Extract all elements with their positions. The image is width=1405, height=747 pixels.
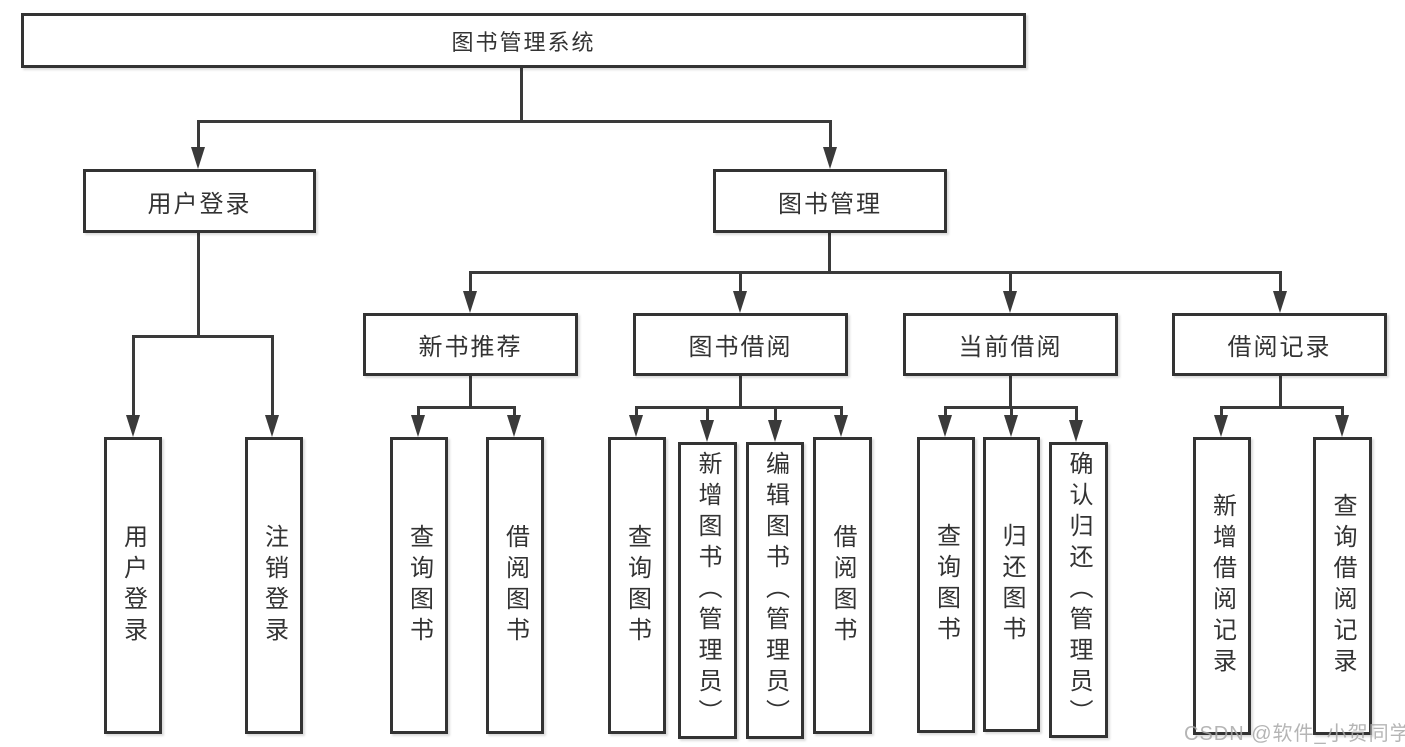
connector-line [1009, 376, 1012, 409]
leaf-query-books-recommend: 查询图书 [390, 437, 448, 734]
connector-line [271, 335, 274, 418]
leaf-borrow-books-recommend: 借阅图书 [486, 437, 544, 734]
arrowhead-icon [1214, 415, 1228, 437]
node-new-book-recommend: 新书推荐 [363, 313, 578, 376]
connector-line [513, 406, 516, 418]
arrowhead-icon [1273, 291, 1287, 313]
leaf-add-borrow-record: 新增借阅记录 [1193, 437, 1251, 735]
arrowhead-icon [768, 420, 782, 442]
leaf-query-books-borrow: 查询图书 [608, 437, 666, 734]
connector-line [635, 406, 638, 418]
leaf-add-book-admin: 新增图书（管理员） [678, 442, 737, 739]
arrowhead-icon [629, 415, 643, 437]
leaf-return-book: 归还图书 [983, 437, 1040, 732]
arrowhead-icon [126, 415, 140, 437]
connector-line [469, 271, 472, 292]
connector-line [739, 271, 742, 292]
arrowhead-icon [265, 415, 279, 437]
arrowhead-icon [938, 415, 952, 437]
node-book-borrow: 图书借阅 [633, 313, 848, 376]
leaf-query-borrow-record: 查询借阅记录 [1313, 437, 1372, 735]
connector-line [944, 406, 947, 418]
connector-line [197, 233, 200, 338]
connector-line [132, 335, 274, 338]
connector-line [1075, 406, 1078, 422]
connector-line [197, 120, 200, 152]
connector-line [417, 406, 516, 409]
arrowhead-icon [507, 415, 521, 437]
leaf-edit-book-admin: 编辑图书（管理员） [746, 442, 804, 739]
arrowhead-icon [733, 291, 747, 313]
arrowhead-icon [463, 291, 477, 313]
node-book-management: 图书管理 [713, 169, 947, 233]
connector-line [1010, 406, 1013, 418]
connector-line [774, 406, 777, 422]
node-root: 图书管理系统 [21, 13, 1026, 68]
connector-line [417, 406, 420, 418]
leaf-logout: 注销登录 [245, 437, 303, 734]
arrowhead-icon [1003, 291, 1017, 313]
connector-line [706, 406, 709, 422]
arrowhead-icon [834, 415, 848, 437]
connector-line [840, 406, 843, 418]
connector-line [1220, 406, 1223, 418]
connector-line [635, 406, 842, 409]
connector-line [520, 68, 523, 123]
connector-line [469, 271, 1282, 274]
connector-line [132, 335, 135, 418]
arrowhead-icon [1004, 415, 1018, 437]
arrowhead-icon [411, 415, 425, 437]
connector-line [1220, 406, 1343, 409]
connector-line [1009, 271, 1012, 292]
leaf-query-books-current: 查询图书 [917, 437, 975, 733]
connector-line [1279, 376, 1282, 409]
arrowhead-icon [191, 147, 205, 169]
connector-line [469, 376, 472, 409]
connector-line [1279, 271, 1282, 292]
connector-line [739, 376, 742, 409]
connector-line [829, 120, 832, 152]
watermark: CSDN @软件_小贺同学 [1184, 723, 1405, 745]
leaf-borrow-books-2: 借阅图书 [813, 437, 872, 734]
arrowhead-icon [823, 147, 837, 169]
connector-line [197, 120, 832, 123]
leaf-user-login: 用户登录 [104, 437, 162, 734]
arrowhead-icon [1335, 415, 1349, 437]
arrowhead-icon [1069, 420, 1083, 442]
node-borrow-records: 借阅记录 [1172, 313, 1387, 376]
leaf-confirm-return-admin: 确认归还（管理员） [1049, 442, 1108, 738]
node-current-borrow: 当前借阅 [903, 313, 1118, 376]
connector-line [1341, 406, 1344, 418]
node-user-login-group: 用户登录 [83, 169, 316, 233]
arrowhead-icon [700, 420, 714, 442]
connector-line [828, 233, 831, 274]
